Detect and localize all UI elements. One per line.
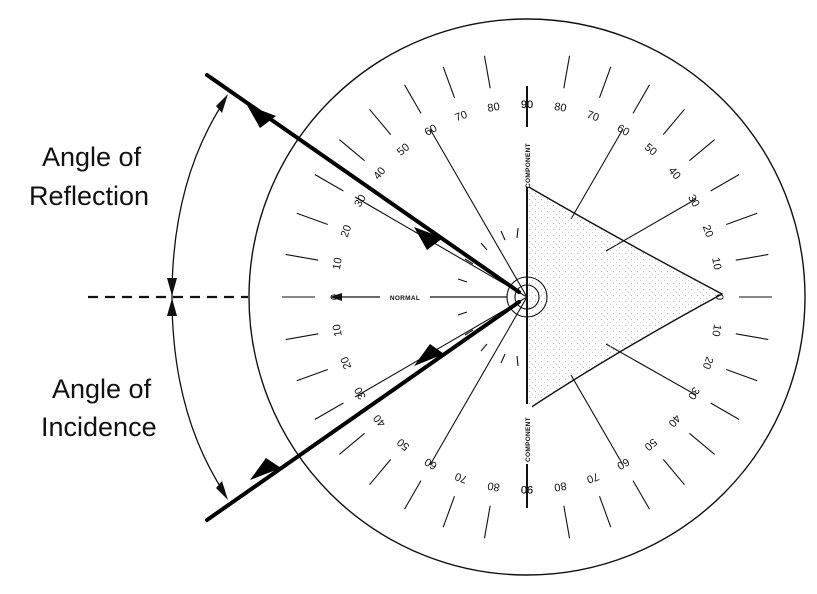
component-top-label: COMPONENT [525,143,532,188]
scale-tick-right-2 [598,66,612,98]
normal-label: NORMAL [390,295,420,302]
scale-tick-right-14 [662,459,685,486]
scale-number-right-8: 10 [709,257,723,271]
scale-number-right-15: 60 [615,455,632,472]
scale-tick-left-3 [404,84,422,114]
incident-ray [205,300,521,522]
scale-tick-right-17 [563,505,571,539]
scale-number-left-7: 20 [339,223,354,239]
component-bottom-label: COMPONENT [525,417,532,462]
scale-number-right-17: 80 [553,479,567,493]
scale-number-left-16: 70 [453,470,469,485]
scale-number-right-3: 60 [615,122,632,139]
angle-of-reflection-line1: Angle of [42,142,142,172]
scale-tick-left-14 [369,459,392,486]
incidence-arc-arrowhead-top [167,298,177,316]
scale-number-right-11: 20 [700,355,715,371]
scale-tick-right-4 [662,108,685,135]
scale-tick-right-12 [710,402,740,420]
scale-tick-right-7 [726,212,758,226]
angle-of-incidence-line1: Angle of [52,374,152,404]
angle-of-incidence-line2: Incidence [41,412,157,442]
reflected-ray-arrowhead-1 [247,105,276,128]
scale-tick-left-6 [314,174,344,192]
scale-tick-right-5 [689,139,716,162]
curved-mirror-shape [526,184,724,412]
center-ring-inner [514,284,540,310]
scale-number-right-7: 20 [700,223,715,239]
incident-ray-arrowhead-2 [414,344,444,366]
scale-tick-left-2 [442,66,456,98]
scale-number-left-8: 10 [331,257,345,271]
scale-tick-left-16 [442,496,456,528]
reflection-arc-arrowhead-top [216,94,228,113]
scale-tick-left-7 [296,212,328,226]
scale-number-right-1: 80 [553,101,567,115]
scale-tick-left-10 [285,333,319,341]
scale-tick-right-11 [726,368,758,382]
scale-tick-left-5 [338,139,365,162]
scale-number-left-1: 80 [487,101,501,115]
scale-tick-left-13 [338,432,365,455]
scale-tick-right-8 [735,253,769,261]
scale-tick-right-10 [735,333,769,341]
normal-arrowhead [330,293,342,301]
scale-number-left-2: 70 [453,109,469,124]
scale-tick-left-17 [483,505,491,539]
scale-number-right-9: 0 [713,294,725,300]
scale-tick-left-12 [314,402,344,420]
scale-number-left-17: 80 [487,479,501,493]
scale-tick-right-13 [689,432,716,455]
scale-tick-left-8 [285,253,319,261]
reflection-angle-arc [171,99,226,298]
scale-tick-left-11 [296,368,328,382]
scale-number-left-10: 10 [331,323,345,337]
scale-tick-left-1 [483,55,491,89]
reflected-ray-arrowhead-2 [414,227,443,250]
scale-number-left-6: 30 [352,193,369,210]
scale-number-left-11: 20 [339,355,354,371]
scale-tick-left-4 [369,108,392,135]
scale-tick-right-1 [563,55,571,89]
incidence-arc-arrowhead-bottom [216,481,228,500]
scale-tick-right-16 [598,496,612,528]
reflection-arc-arrowhead-bottom [167,278,177,296]
incidence-angle-arc [171,296,226,495]
scale-tick-left-15 [404,480,422,510]
incident-ray-arrowhead-1 [250,458,281,480]
scale-tick-right-3 [632,84,650,114]
scale-tick-right-15 [632,480,650,510]
scale-number-right-10: 10 [709,323,723,337]
center-tick-marks [457,227,519,367]
scale-number-left-12: 30 [352,385,369,402]
interior-reference-lines [354,128,697,466]
angle-scale-ticks [282,55,772,539]
scale-tick-right-6 [710,174,740,192]
scale-number-right-2: 70 [585,109,601,124]
scale-number-right-16: 70 [585,470,601,485]
angle-of-reflection-line2: Reflection [29,181,149,211]
